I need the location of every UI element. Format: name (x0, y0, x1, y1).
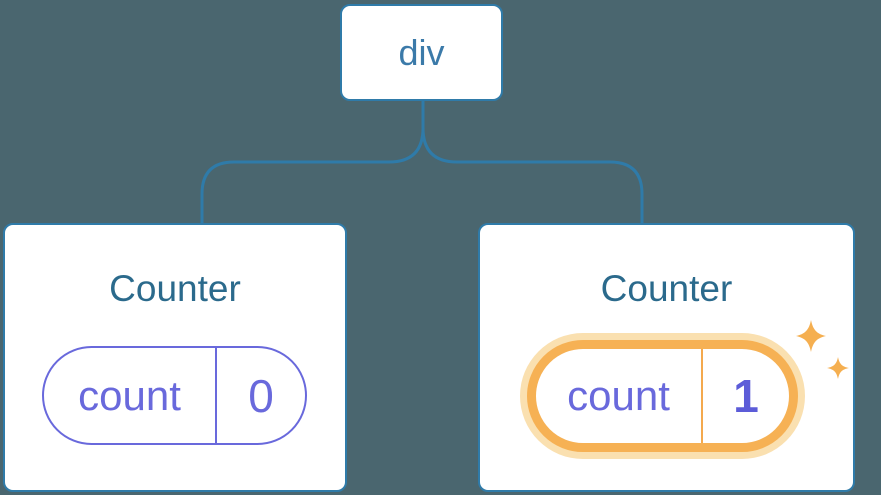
counter-card-left: Counter count 0 (3, 223, 347, 492)
sparkle-icons (796, 320, 849, 379)
sparkle-small-icon (827, 357, 849, 379)
state-key-label: count (78, 371, 181, 419)
connector-right-branch (421, 101, 644, 225)
state-key-label: count (567, 372, 670, 419)
counter-title: Counter (600, 268, 733, 309)
state-value: 1 (701, 349, 789, 443)
tree-node-div: div (340, 4, 503, 101)
state-pill-highlighted: count 1 (527, 340, 798, 452)
state-pill: count 0 (42, 346, 307, 445)
state-value: 0 (215, 348, 305, 443)
counter-title: Counter (109, 268, 241, 309)
connector-left-branch (200, 101, 425, 225)
tree-node-div-label: div (398, 31, 445, 73)
sparkle-large-icon (796, 320, 826, 352)
counter-card-right: Counter count 1 (478, 223, 855, 492)
